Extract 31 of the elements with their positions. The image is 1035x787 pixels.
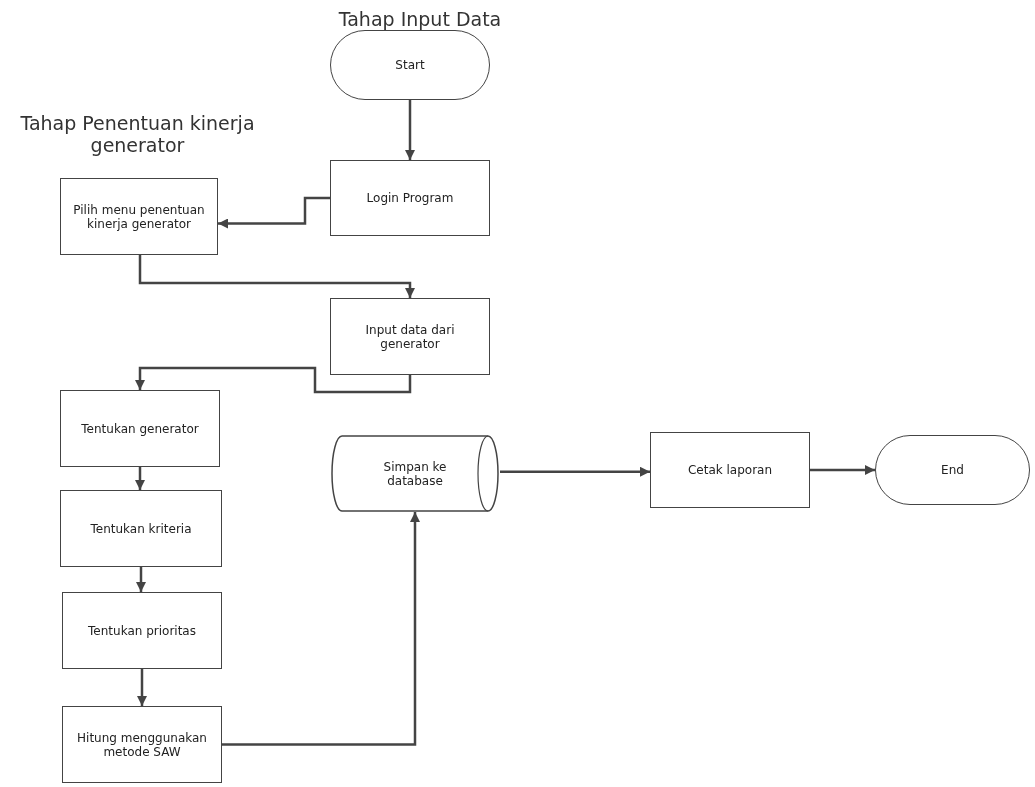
arrow bbox=[137, 669, 147, 706]
node-text: Tentukan prioritas bbox=[88, 623, 196, 638]
node-text: Tentukan kriteria bbox=[90, 521, 192, 536]
node-text: Simpan ke database bbox=[382, 459, 448, 488]
node-text: Login Program bbox=[366, 191, 454, 205]
arrow bbox=[136, 567, 146, 592]
node-text: Pilih menu penentuan kinerja generator bbox=[72, 202, 206, 231]
arrow bbox=[218, 196, 330, 229]
stage-heading: Tahap Penentuan kinerja generator bbox=[19, 112, 256, 156]
arrow bbox=[810, 465, 875, 475]
arrow bbox=[138, 255, 415, 298]
node-text: Cetak laporan bbox=[687, 463, 773, 477]
arrow bbox=[135, 366, 412, 394]
process-box bbox=[62, 706, 222, 783]
process-box bbox=[330, 298, 490, 375]
node-text: Hitung menggunakan metode SAW bbox=[76, 730, 208, 759]
node-text: Start bbox=[395, 58, 425, 72]
arrow bbox=[500, 466, 650, 477]
process-box bbox=[62, 592, 222, 669]
node-text: Input data dari generator bbox=[364, 322, 456, 351]
arrow bbox=[135, 467, 145, 490]
process-box bbox=[330, 160, 490, 236]
node-text: Tentukan generator bbox=[81, 421, 199, 436]
arrow bbox=[405, 100, 415, 160]
stage-heading: Tahap Input Data bbox=[337, 8, 503, 30]
process-box bbox=[60, 178, 218, 255]
process-box bbox=[60, 390, 220, 467]
process-box bbox=[60, 490, 222, 567]
process-box bbox=[650, 432, 810, 508]
arrow bbox=[222, 512, 420, 746]
node-text: End bbox=[941, 463, 964, 477]
